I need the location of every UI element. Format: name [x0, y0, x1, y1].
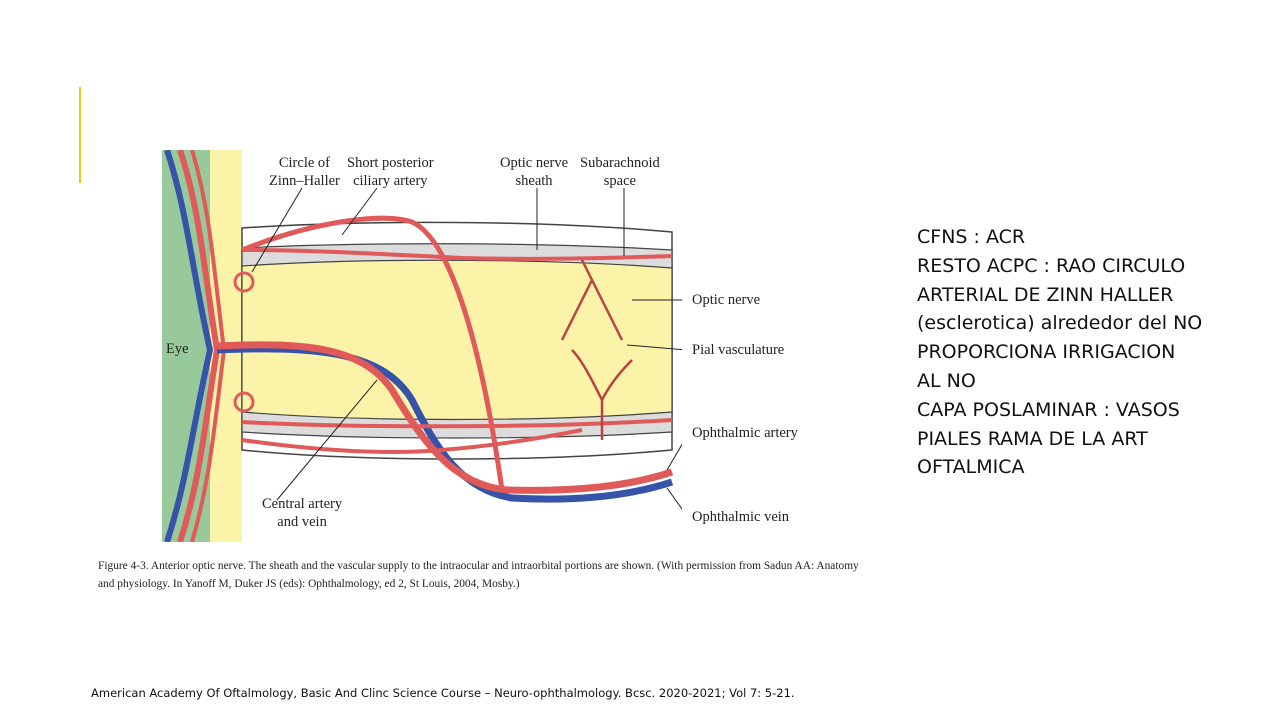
label-ophthalmic-artery: Ophthalmic artery: [692, 425, 798, 441]
leader-ophthalmic-artery: [666, 443, 682, 471]
notes-block: CFNS : ACR RESTO ACPC : RAO CIRCULO ARTE…: [917, 223, 1257, 482]
central-artery-line: [216, 341, 674, 494]
note-line: CAPA POSLAMINAR : VASOS: [917, 398, 1180, 421]
note-line: (esclerotica) alrededor del NO: [917, 312, 1203, 335]
zinn-haller-circle-upper: [233, 271, 255, 293]
leader-short-posterior: [341, 187, 378, 236]
leader-ophthalmic-vein: [666, 487, 682, 510]
note-line: RESTO ACPC : RAO CIRCULO: [917, 254, 1186, 277]
label-ophthalmic-vein: Ophthalmic vein: [692, 509, 790, 525]
short-posterior-ciliary-artery: [241, 215, 505, 491]
leader-pial: [626, 344, 682, 351]
figure-caption: Figure 4-3. Anterior optic nerve. The sh…: [98, 560, 859, 591]
inferior-ciliary-artery: [241, 428, 583, 454]
label-pial: Pial vasculature: [692, 342, 785, 358]
note-line: CFNS : ACR: [917, 226, 1026, 248]
choroid-vein: [164, 150, 214, 542]
pial-artery-lower: [241, 418, 673, 429]
note-line: PIALES RAMA DE LA ART: [917, 427, 1148, 450]
leader-zinn: [251, 187, 303, 273]
note-line: AL NO: [917, 369, 976, 392]
pial-branch-upper: [560, 259, 624, 341]
leader-central: [276, 379, 378, 501]
note-line: ARTERIAL DE ZINN HALLER: [917, 283, 1174, 306]
accent-bar: [79, 87, 81, 183]
citation: American Academy Of Oftalmology, Basic A…: [91, 686, 795, 700]
note-line: OFTALMICA: [917, 456, 1025, 479]
label-optic-nerve: Optic nerve: [692, 292, 761, 308]
pial-branch-lower: [571, 349, 633, 440]
note-line: PROPORCIONA IRRIGACION: [917, 341, 1176, 364]
zinn-haller-circle-lower: [233, 391, 255, 413]
label-eye: Eye: [166, 341, 189, 357]
optic-nerve-diagram: [162, 150, 682, 542]
pial-artery-upper: [241, 248, 673, 261]
optic-nerve-body: [241, 259, 673, 421]
